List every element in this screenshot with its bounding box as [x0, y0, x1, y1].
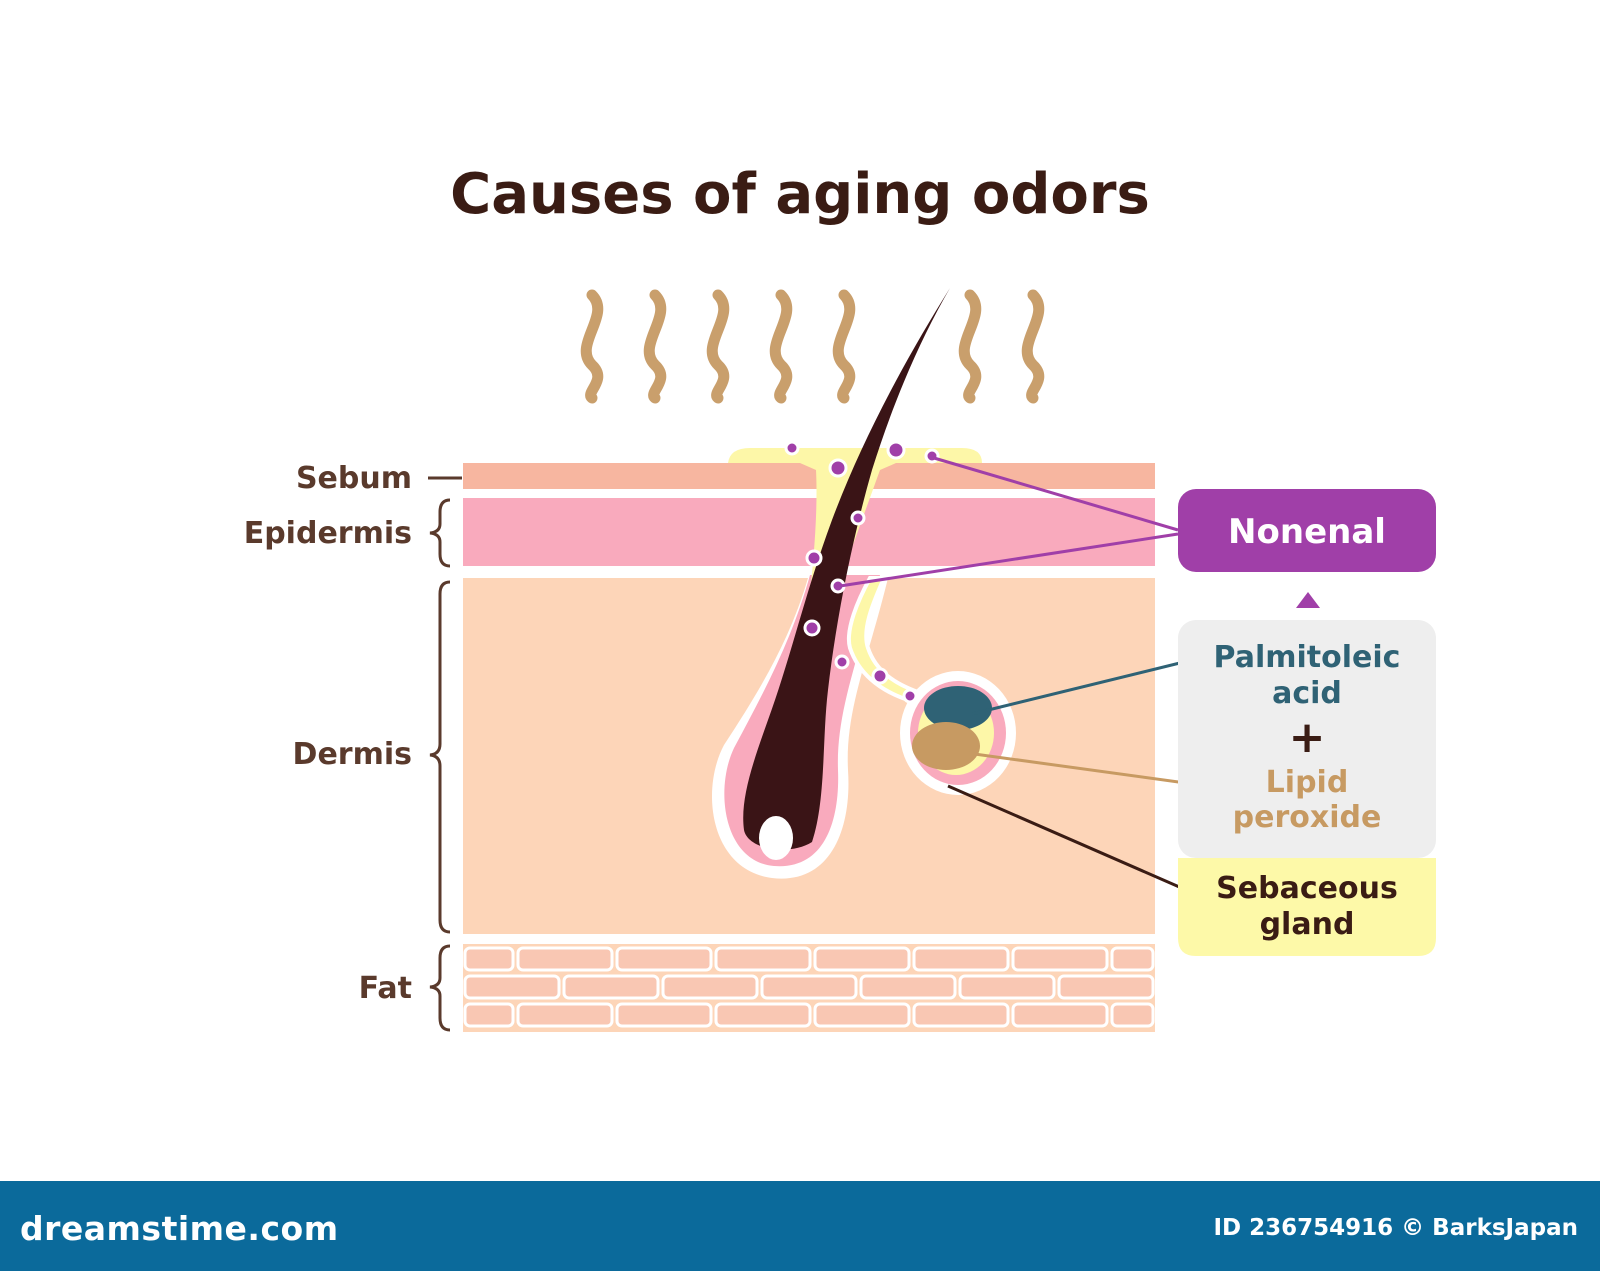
- layer-labels: Sebum Epidermis Dermis Fat: [244, 461, 462, 1032]
- odor-wave-3: [706, 289, 730, 404]
- arrow-up-icon: [1296, 592, 1320, 608]
- footer-bar: dreamstime.com ID 236754916 © BarksJapan: [0, 1181, 1600, 1271]
- odor-wave-2: [643, 289, 667, 404]
- leader-nonenal-upper: [933, 456, 1179, 532]
- sebaceous-label-2: gland: [1260, 907, 1355, 942]
- lipid-label-1: Lipid: [1266, 765, 1349, 800]
- odor-wave-7: [1021, 289, 1045, 404]
- hair-shaft: [743, 288, 950, 850]
- palmitoleic-acid-blob: [924, 686, 992, 730]
- label-fat: Fat: [359, 971, 412, 1006]
- odor-wave-1: [580, 289, 604, 404]
- leader-palmitoleic: [971, 658, 1193, 716]
- palmitoleic-label-2: acid: [1272, 676, 1342, 711]
- label-sebum: Sebum: [296, 461, 412, 496]
- odor-wave-5: [832, 289, 856, 404]
- plus-sign: +: [1289, 712, 1326, 763]
- epidermis-bracket: [429, 498, 451, 568]
- dermis-bracket: [429, 580, 451, 934]
- sebaceous-label-1: Sebaceous: [1216, 871, 1398, 906]
- skin-diagram: Causes of aging odors: [244, 162, 1436, 1032]
- leader-sebaceous: [947, 784, 1201, 898]
- nonenal-dots: [784, 440, 940, 704]
- footer-credit: ID 236754916 © BarksJapan: [1213, 1215, 1578, 1241]
- label-dermis: Dermis: [293, 737, 412, 772]
- sebaceous-box: [1178, 858, 1436, 956]
- footer-brand[interactable]: dreamstime.com: [20, 1209, 339, 1248]
- dermal-papilla: [759, 816, 793, 860]
- label-epidermis: Epidermis: [244, 516, 412, 551]
- fat-bracket: [429, 944, 451, 1032]
- callout-panel: Nonenal Palmitoleic acid + Lipid peroxid…: [1178, 489, 1436, 956]
- page-title: Causes of aging odors: [450, 162, 1150, 227]
- fat-layer: [463, 944, 1155, 1032]
- odor-wave-6: [958, 289, 982, 404]
- palmitoleic-label-1: Palmitoleic: [1214, 640, 1401, 675]
- lipid-label-2: peroxide: [1233, 800, 1382, 835]
- odor-wave-4: [769, 289, 793, 404]
- leader-nonenal-lower: [839, 532, 1179, 588]
- odor-waves: [580, 289, 1045, 404]
- precursor-box: [1178, 620, 1436, 858]
- nonenal-label: Nonenal: [1228, 512, 1386, 552]
- lipid-peroxide-blob: [912, 722, 980, 770]
- nonenal-box: [1178, 489, 1436, 572]
- sebum-layer: [463, 463, 1155, 489]
